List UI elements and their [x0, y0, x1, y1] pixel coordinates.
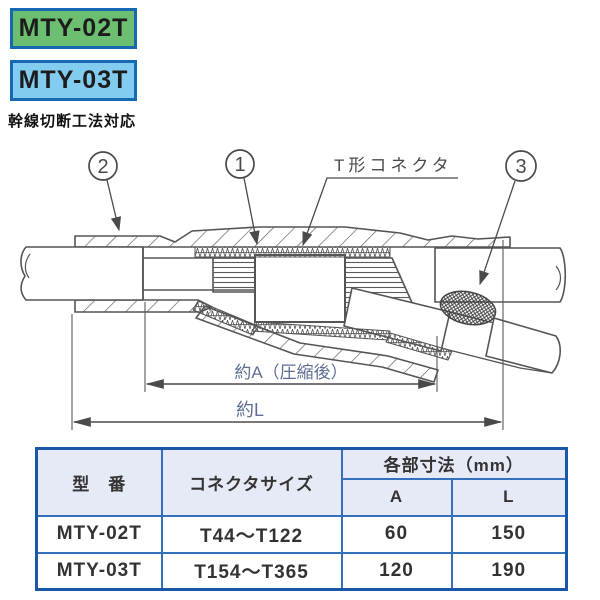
- callout-2-number: 2: [97, 156, 108, 178]
- cell-size: T154〜T365: [160, 551, 343, 591]
- cell-a: 60: [340, 514, 453, 554]
- callout-2: 2: [88, 151, 118, 181]
- extension-lines: [71, 240, 504, 430]
- connector-type-label: T形コネクタ: [334, 156, 453, 175]
- subtitle-trunk-cut-method: 幹線切断工法対応: [8, 113, 137, 130]
- seal-ellipse: [439, 290, 497, 326]
- dim-label-l: 約L: [236, 400, 264, 420]
- cell-size: T44〜T122: [160, 514, 343, 554]
- sleeve-bottom-band: [74, 299, 213, 313]
- header-dim-a: A: [340, 477, 453, 517]
- header-model: 型 番: [35, 447, 163, 517]
- leader-connector-label: [302, 177, 458, 247]
- connector-cross-section-diagram: 約A（圧縮後） 約L 2 1 3 T形コネクタ: [20, 149, 567, 430]
- spec-table: 型 番 コネクタサイズ 各部寸法（mm） A L MTY-02T T44〜T12…: [35, 447, 569, 591]
- leader-callout-1: [243, 177, 260, 246]
- callout-3-number: 3: [515, 156, 526, 178]
- sleeve-top-band: [74, 226, 511, 248]
- braid-strip-top: [194, 246, 391, 258]
- cell-a: 120: [340, 551, 453, 591]
- cell-l: 190: [450, 551, 568, 591]
- callout-3: 3: [505, 150, 537, 182]
- model-badge-mty03t: MTY-03T: [10, 60, 137, 101]
- table-row-mty03t: MTY-03T T154〜T365 120 190: [35, 551, 568, 591]
- connector-block: [254, 254, 346, 323]
- right-cable: [434, 247, 567, 303]
- cell-model: MTY-02T: [35, 514, 163, 554]
- callout-1: 1: [225, 149, 255, 179]
- table-row-mty02t: MTY-02T T44〜T122 60 150: [35, 514, 568, 554]
- header-dimensions: 各部寸法（mm）: [340, 447, 568, 480]
- cell-model: MTY-03T: [35, 551, 163, 591]
- braid-strip-right: [385, 332, 453, 361]
- leader-callout-3: [479, 180, 516, 286]
- callout-1-number: 1: [234, 154, 245, 176]
- braid-strip-left: [192, 300, 259, 336]
- dim-label-a: 約A（圧縮後）: [234, 363, 347, 382]
- branch-cable: [485, 317, 561, 374]
- header-dim-l: L: [450, 477, 568, 517]
- cell-l: 150: [450, 514, 568, 554]
- header-connector-size: コネクタサイズ: [160, 447, 343, 517]
- model-badge-mty02t: MTY-02T: [10, 8, 137, 49]
- leader-callout-2: [106, 179, 122, 232]
- left-cable: [20, 246, 144, 301]
- compression-left: [212, 257, 256, 293]
